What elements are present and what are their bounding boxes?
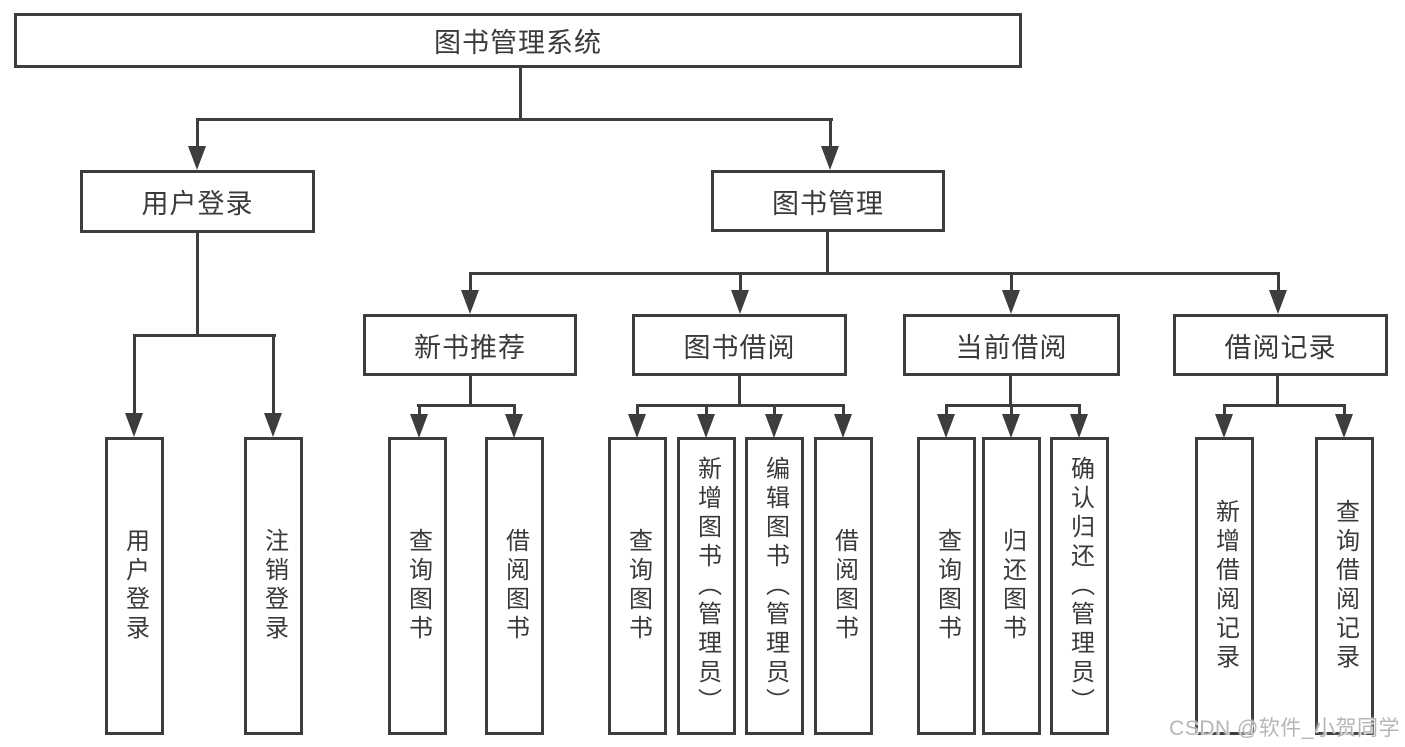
node-book-borrow: 图书借阅 (632, 314, 847, 376)
connector-drop (513, 404, 516, 416)
leaf-confirm-return-admin: 确认归还（管理员） (1050, 437, 1109, 735)
connector-drop (1277, 272, 1280, 292)
connector-drop (1078, 404, 1081, 416)
connector-drop (1010, 272, 1013, 292)
connector-root-split (196, 118, 833, 121)
leaf-query-books-recommend: 查询图书 (388, 437, 447, 735)
connector-drop-book-mgmt (829, 118, 832, 148)
leaf-user-login: 用户登录 (105, 437, 164, 735)
connector-drop (133, 334, 136, 414)
leaf-return-books: 归还图书 (982, 437, 1041, 735)
leaf-borrow-books-recommend: 借阅图书 (485, 437, 544, 735)
arrow-down-icon (1002, 414, 1020, 438)
connector-new-book-stem (469, 375, 472, 406)
connector-drop (705, 404, 708, 416)
leaf-query-borrow-record: 查询借阅记录 (1315, 437, 1374, 735)
arrow-down-icon (1269, 290, 1287, 314)
arrow-down-icon (628, 414, 646, 438)
connector-book-borrow-stem (738, 375, 741, 406)
connector-drop (272, 334, 275, 414)
leaf-query-books-borrow: 查询图书 (608, 437, 667, 735)
leaf-edit-book-admin: 编辑图书（管理员） (745, 437, 804, 735)
csdn-watermark: CSDN @软件_小贺同学 (1169, 717, 1400, 740)
leaf-add-book-admin: 新增图书（管理员） (677, 437, 736, 735)
connector-new-book-split (417, 404, 516, 407)
node-current-borrow: 当前借阅 (903, 314, 1120, 376)
arrow-down-icon (834, 414, 852, 438)
arrow-down-icon (1215, 414, 1233, 438)
node-borrow-records: 借阅记录 (1173, 314, 1388, 376)
connector-borrow-records-split (1223, 404, 1346, 407)
arrow-down-icon (731, 290, 749, 314)
connector-drop (739, 272, 742, 292)
connector-root-stem (519, 66, 522, 119)
connector-drop (1010, 404, 1013, 416)
connector-current-borrow-stem (1009, 374, 1012, 406)
connector-level3-split (469, 272, 1280, 275)
connector-drop (418, 404, 421, 416)
connector-drop (773, 404, 776, 416)
node-root: 图书管理系统 (14, 13, 1022, 68)
connector-drop (469, 272, 472, 292)
connector-book-borrow-split (636, 404, 845, 407)
node-book-mgmt: 图书管理 (711, 170, 945, 232)
arrow-down-icon (1002, 290, 1020, 314)
node-user-login: 用户登录 (80, 170, 315, 233)
leaf-add-borrow-record: 新增借阅记录 (1195, 437, 1254, 735)
arrow-down-icon (937, 414, 955, 438)
arrow-down-icon (125, 413, 143, 437)
leaf-logout: 注销登录 (244, 437, 303, 735)
arrow-down-icon (765, 414, 783, 438)
connector-borrow-records-stem (1276, 373, 1279, 406)
node-new-book: 新书推荐 (363, 314, 577, 376)
connector-book-mgmt-stem (826, 230, 829, 275)
arrow-down-icon (410, 414, 428, 438)
arrow-down-icon (821, 146, 839, 170)
connector-drop (636, 404, 639, 416)
leaf-query-books-current: 查询图书 (917, 437, 976, 735)
connector-drop-user-login (196, 118, 199, 148)
connector-drop (1223, 404, 1226, 416)
connector-drop (1343, 404, 1346, 416)
connector-user-login-split (133, 334, 276, 337)
arrow-down-icon (1335, 414, 1353, 438)
connector-drop (842, 404, 845, 416)
arrow-down-icon (1070, 414, 1088, 438)
leaf-borrow-books: 借阅图书 (814, 437, 873, 735)
connector-current-borrow-split (945, 404, 1081, 407)
arrow-down-icon (264, 413, 282, 437)
arrow-down-icon (461, 290, 479, 314)
arrow-down-icon (697, 414, 715, 438)
arrow-down-icon (188, 146, 206, 170)
connector-user-login-stem (196, 231, 199, 337)
arrow-down-icon (505, 414, 523, 438)
connector-drop (945, 404, 948, 416)
